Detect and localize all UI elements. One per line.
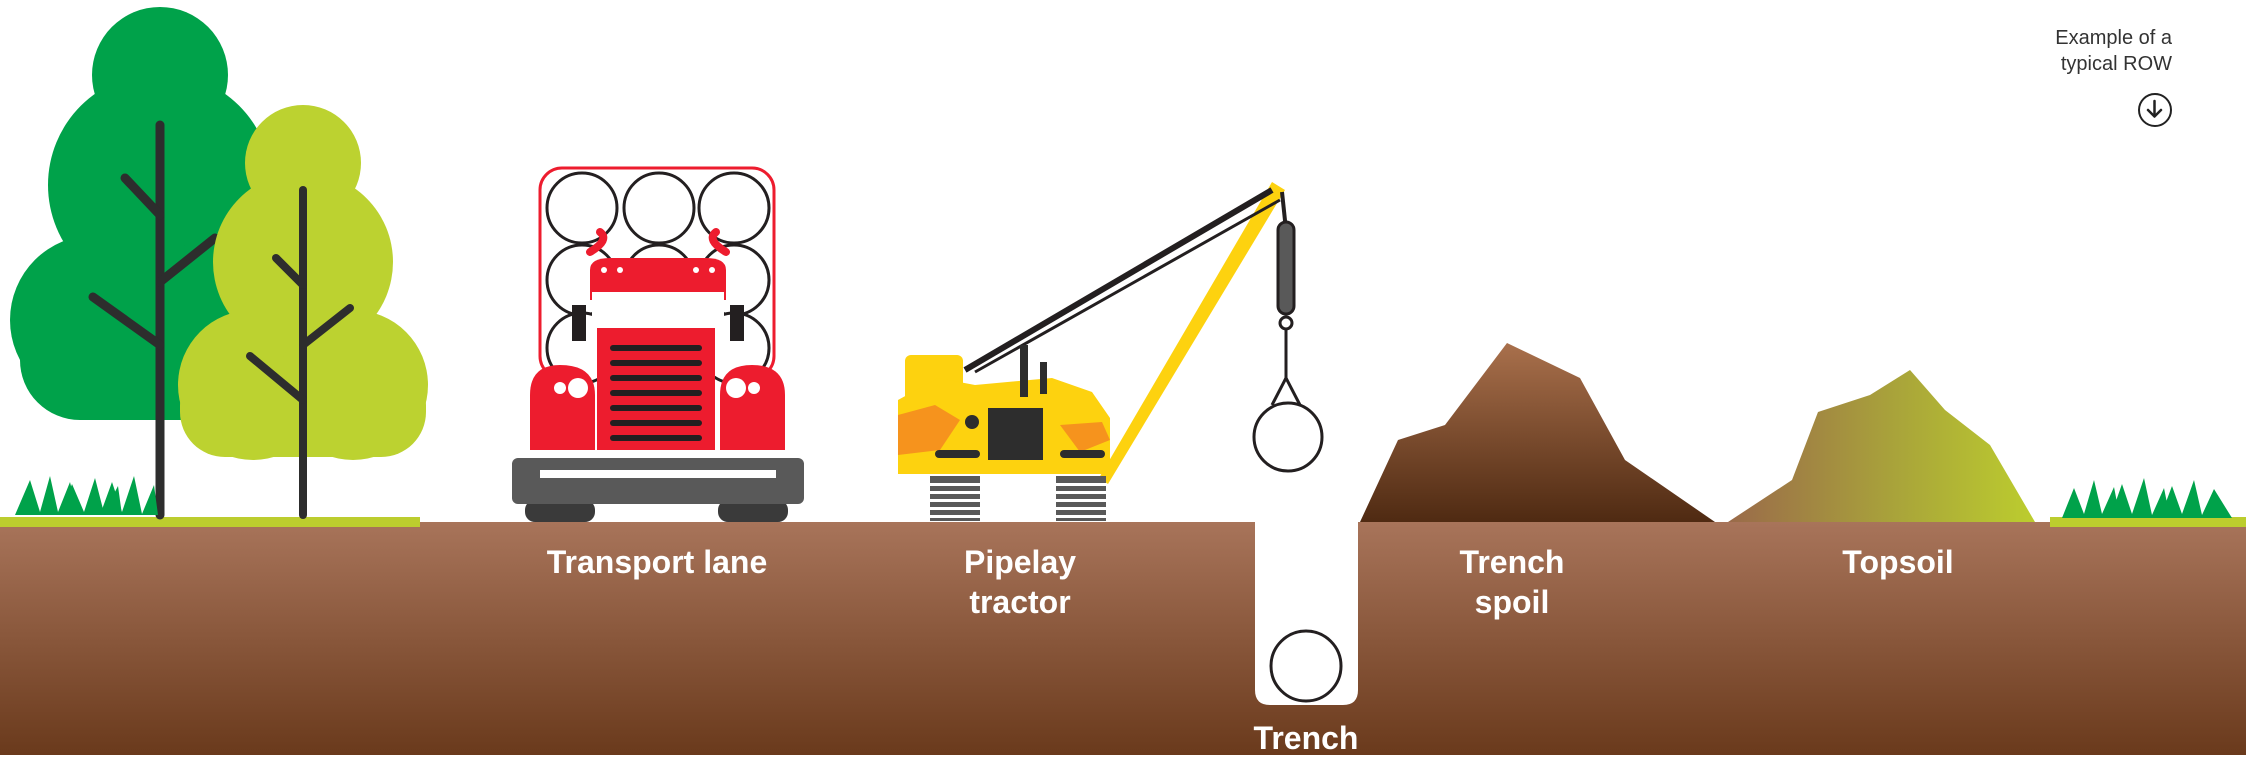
grass-tuft-right [2062,478,2232,518]
scroll-down-button[interactable] [2138,93,2172,127]
trench-spoil-line2: spoil [1412,582,1612,622]
pipe-truck [512,168,804,522]
label-trench-spoil: Trench spoil [1412,542,1612,622]
arrow-down-circle-icon [2140,95,2169,124]
row-caption: Example of a typical ROW [1972,25,2172,77]
grass-tuft-left [15,476,158,515]
pipelay-tractor-line2: tractor [920,582,1120,622]
pipelay-tractor-line1: Pipelay [920,542,1120,582]
row-caption-line1: Example of a [1972,25,2172,51]
label-pipelay-tractor: Pipelay tractor [920,542,1120,622]
topsoil-pile [1728,370,2035,522]
label-topsoil: Topsoil [1798,542,1998,582]
label-trench: Trench [1206,718,1406,758]
pipelay-tractor [898,182,1322,521]
topsoil-text: Topsoil [1798,542,1998,582]
trench-pipe [1271,631,1341,701]
trench-spoil-pile [1360,343,1715,522]
trench-text: Trench [1206,718,1406,758]
trench-spoil-line1: Trench [1412,542,1612,582]
row-caption-line2: typical ROW [1972,51,2172,77]
label-transport-lane: Transport lane [507,542,807,582]
grass-strip-left [0,517,420,527]
grass-strip-right [2050,517,2246,527]
transport-lane-text: Transport lane [507,542,807,582]
